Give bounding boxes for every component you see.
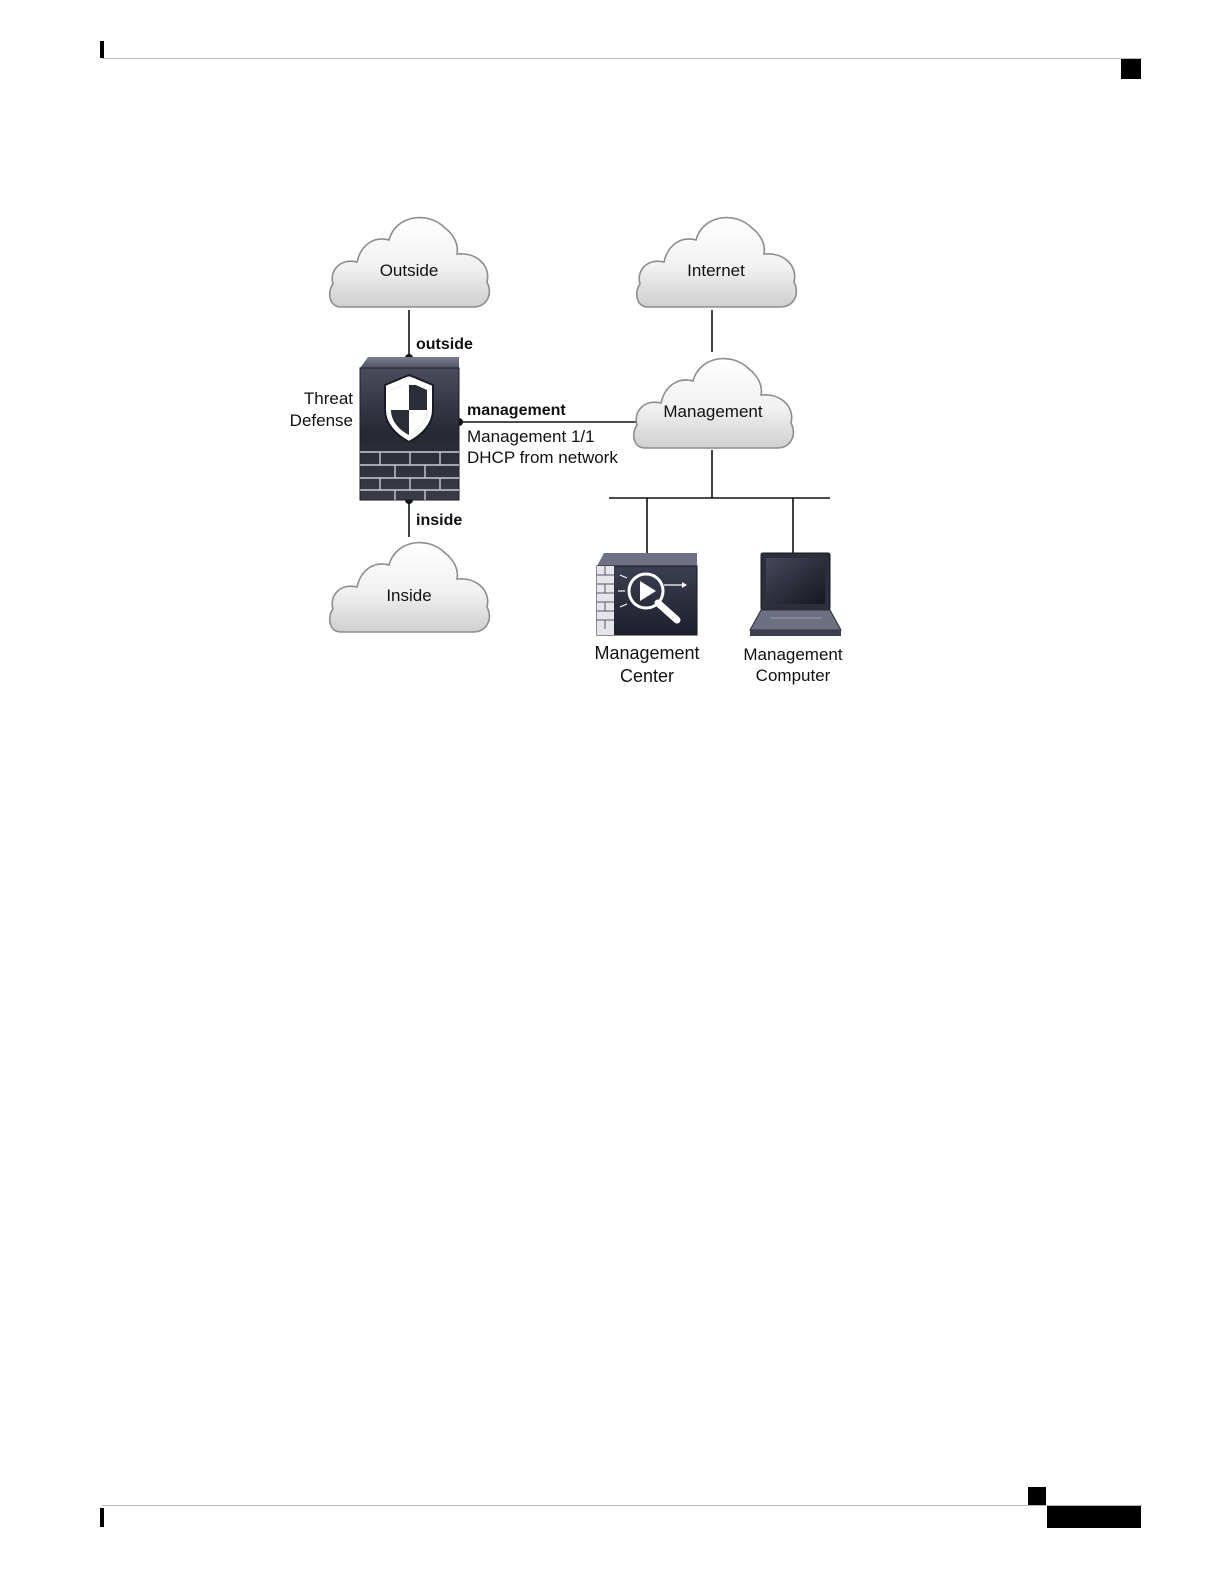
- internet-cloud-label: Internet: [687, 261, 745, 280]
- footer-rule: [102, 1505, 1142, 1506]
- outside-cloud-label: Outside: [380, 261, 439, 280]
- management-computer-label-line2: Computer: [756, 666, 831, 685]
- management-addressing-label: DHCP from network: [467, 448, 618, 467]
- inside-interface-label: inside: [416, 512, 462, 529]
- management-cloud-label: Management: [663, 402, 763, 421]
- management-port-label: Management 1/1: [467, 427, 595, 446]
- outside-interface-label: outside: [416, 336, 473, 353]
- management-interface-label: management: [467, 402, 566, 419]
- management-center-label-line2: Center: [620, 666, 674, 686]
- inside-cloud-label: Inside: [386, 586, 431, 605]
- footer-page-block: [1028, 1487, 1046, 1505]
- device-name-line1: Threat: [304, 389, 353, 408]
- management-center-icon: [597, 553, 697, 635]
- management-computer-label-line1: Management: [743, 645, 843, 664]
- footer-margin-mark: [100, 1508, 104, 1527]
- device-name-line2: Defense: [290, 411, 353, 430]
- management-center-label-line1: Management: [594, 643, 699, 663]
- threat-defense-firewall-icon: [360, 357, 459, 500]
- footer-page-bar: [1047, 1506, 1141, 1528]
- management-computer-icon: [750, 553, 841, 636]
